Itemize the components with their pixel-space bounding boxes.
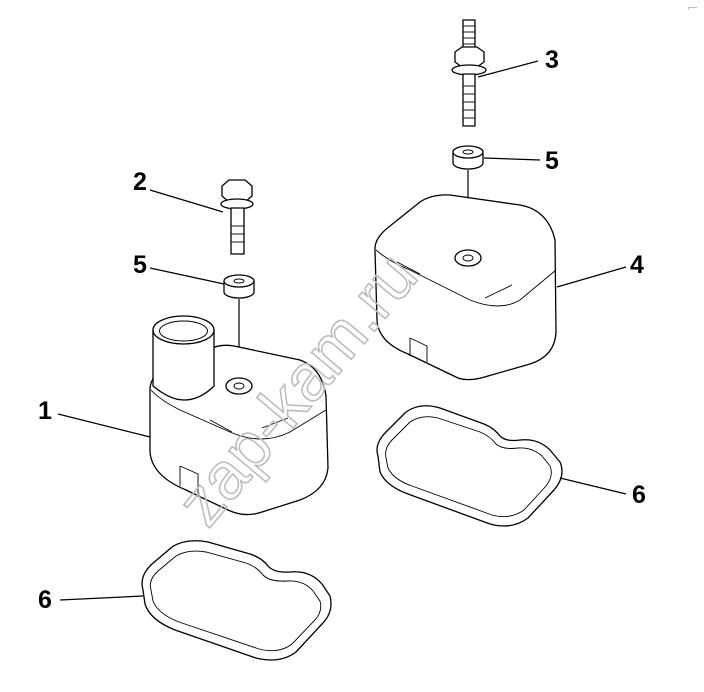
- callout-6-left: 6: [38, 586, 52, 614]
- leader-4: [556, 266, 627, 288]
- stud-bolt-part-3: [451, 19, 487, 127]
- callout-3: 3: [545, 46, 559, 74]
- callout-2: 2: [133, 168, 147, 196]
- leader-6-left: [59, 595, 144, 601]
- leader-2: [149, 189, 224, 213]
- leader-3: [477, 60, 539, 78]
- callout-1: 1: [38, 397, 52, 425]
- sleeve-part-5-right: [452, 145, 484, 170]
- cover-part-1: [149, 315, 329, 516]
- bolt-part-2: [220, 179, 254, 255]
- callout-5-left: 5: [133, 251, 147, 279]
- callout-5-right: 5: [545, 147, 559, 175]
- cover-part-4: [374, 194, 557, 381]
- leader-1: [57, 413, 151, 438]
- leader-5-right: [483, 157, 541, 161]
- corner-mark: ⌐─: [688, 5, 697, 12]
- gasket-part-6-right: [376, 405, 563, 527]
- leader-5-left: [149, 267, 225, 285]
- callout-6-right: 6: [632, 481, 646, 509]
- sleeve-part-5-left: [223, 274, 255, 299]
- callout-4: 4: [630, 251, 644, 279]
- leader-6-right: [559, 477, 627, 495]
- gasket-part-6-left: [141, 540, 332, 661]
